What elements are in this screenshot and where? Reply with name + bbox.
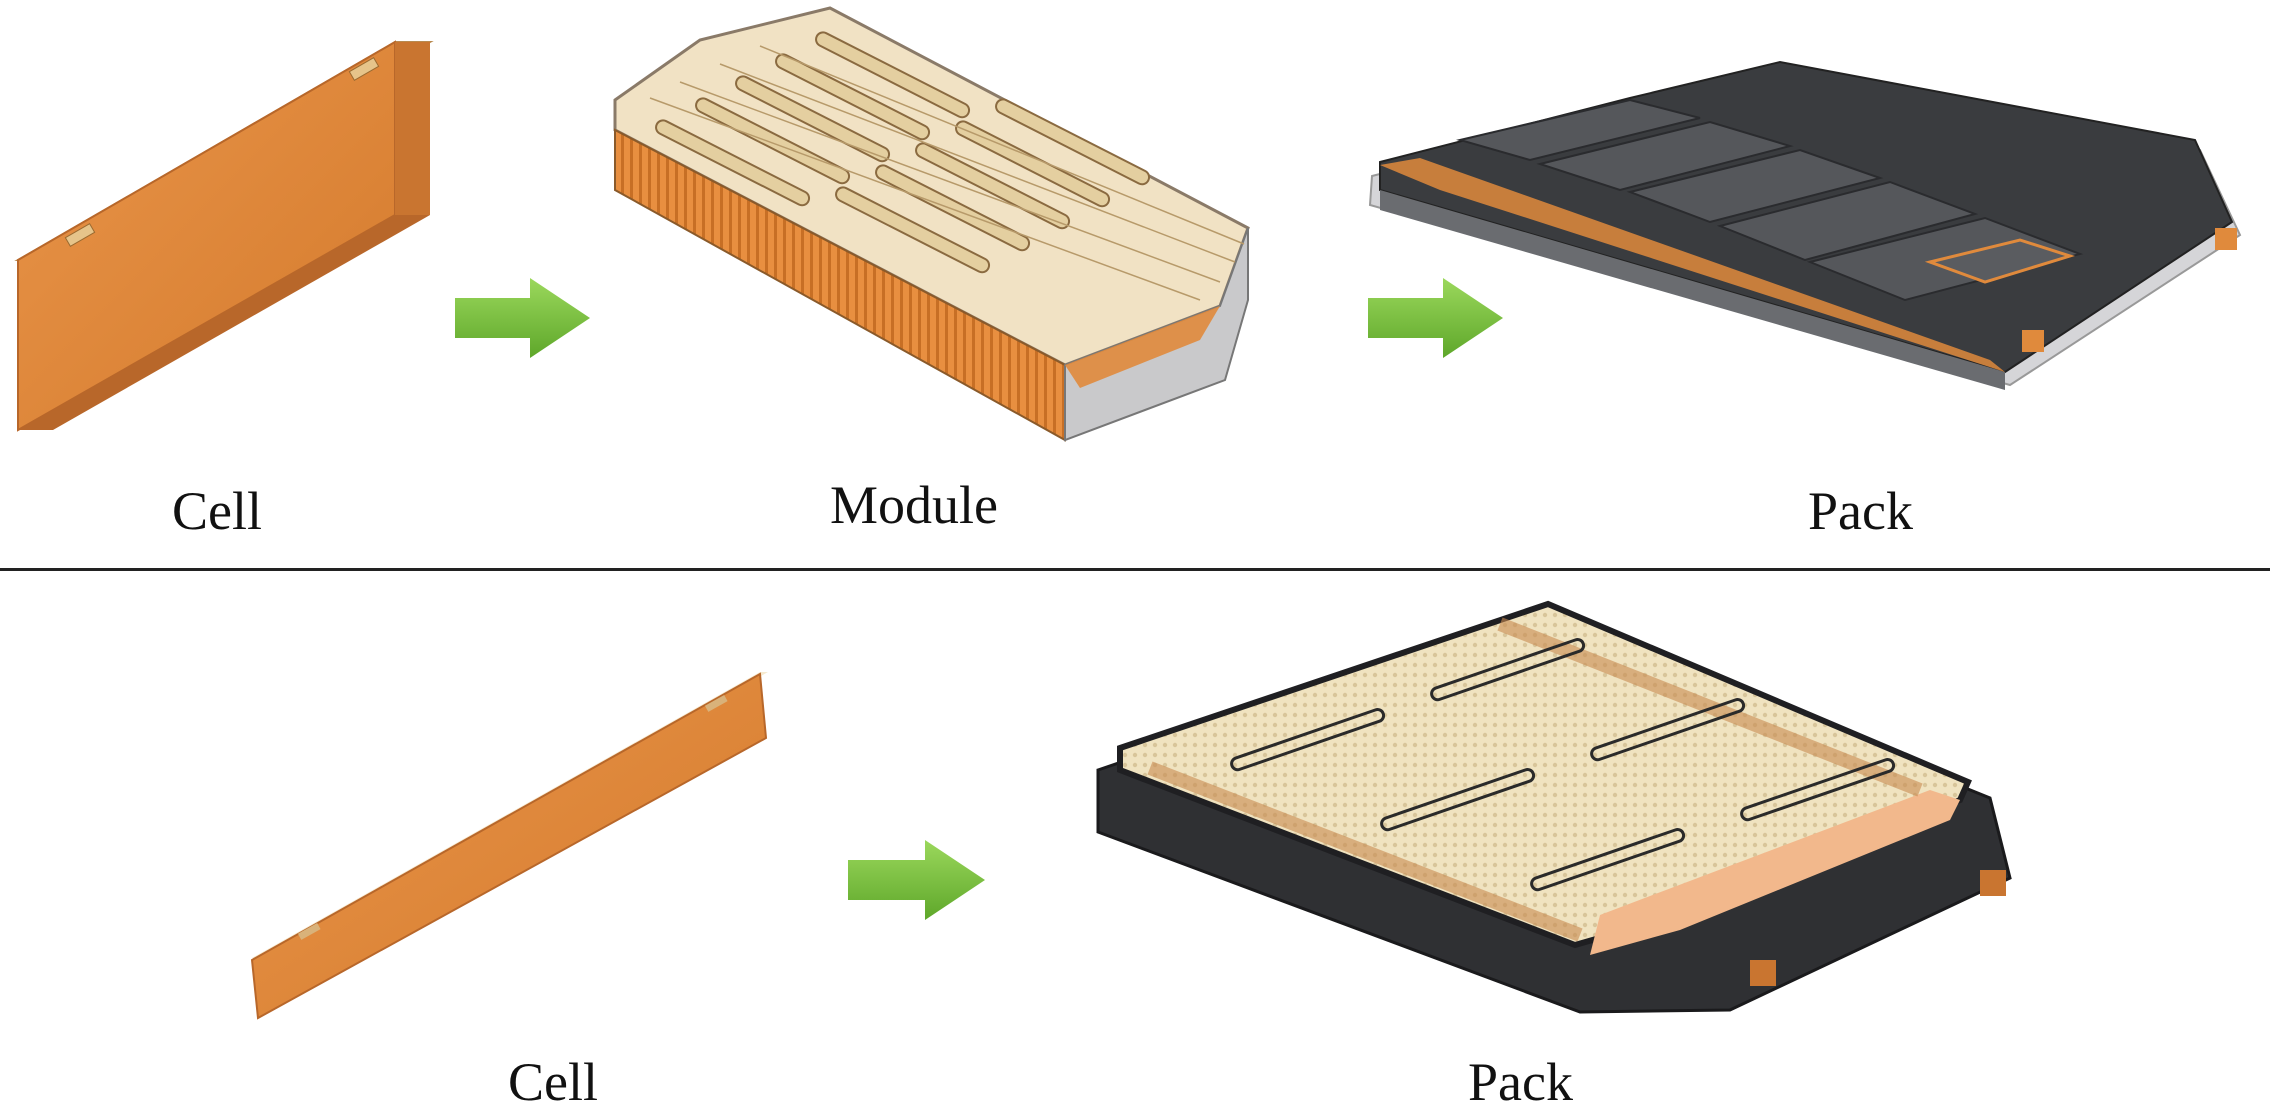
- module-label: Module: [830, 475, 998, 535]
- bottom-pack-label: Pack: [1468, 1052, 1573, 1112]
- top-cell-label: Cell: [172, 481, 262, 541]
- bottom-pack-image: [1096, 600, 2012, 1014]
- bottom-cell-label: Cell: [508, 1052, 598, 1112]
- module-image: [613, 6, 1250, 442]
- arrow-module-to-pack: [1368, 278, 1503, 358]
- top-pack-image: [1368, 60, 2242, 390]
- row-divider: [0, 568, 2270, 571]
- top-pack-label: Pack: [1808, 481, 1913, 541]
- arrow-cell-to-module: [455, 278, 590, 358]
- bottom-cell-image: [250, 672, 768, 1020]
- arrow-cell-to-pack: [848, 840, 985, 920]
- top-cell-image: [14, 40, 434, 432]
